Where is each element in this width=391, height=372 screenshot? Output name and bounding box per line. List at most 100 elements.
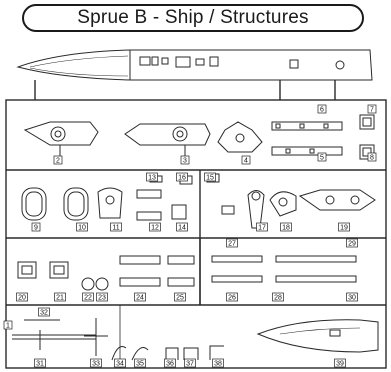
part-number-tag: 5 [317, 152, 327, 162]
part-number-box [317, 152, 327, 162]
part-number-tag: 39 [334, 358, 346, 368]
part-number-box [3, 320, 13, 330]
part-5 [271, 146, 343, 156]
part-number-box [96, 292, 108, 302]
part-number-label: 35 [136, 361, 144, 368]
part-number-tag: 19 [338, 222, 350, 232]
part-number-tag: 11 [110, 222, 122, 232]
part-number-label: 10 [78, 225, 86, 232]
part-number-box [31, 222, 41, 232]
part-number-box [82, 292, 94, 302]
part-number-label: 37 [186, 361, 194, 368]
part-number-tag: 25 [174, 292, 186, 302]
part-number-tag: 14 [176, 222, 188, 232]
part-number-tag: 23 [96, 292, 108, 302]
part-number-tag: 17 [256, 222, 268, 232]
upper-hull-part [16, 49, 373, 81]
part-number-label: 31 [36, 361, 44, 368]
part-2 [23, 121, 99, 158]
part-number-box [16, 292, 28, 302]
part-number-box [226, 238, 238, 248]
part-number-label: 36 [166, 361, 174, 368]
part-number-tag: 20 [16, 292, 28, 302]
part-38 [209, 345, 224, 360]
part-number-tag: 38 [212, 358, 224, 368]
part-number-label: 6 [320, 107, 324, 114]
part-number-box [272, 292, 284, 302]
part-4 [217, 121, 263, 153]
part-number-tag: 6 [317, 104, 327, 114]
part-number-box [212, 358, 224, 368]
sprue-title: Sprue B - Ship / Structures [22, 4, 364, 32]
part-17 [247, 190, 265, 229]
part-35 [131, 347, 149, 361]
part-number-box [110, 222, 122, 232]
part-number-box [176, 222, 188, 232]
part-number-label: 24 [136, 295, 144, 302]
part-number-label: 22 [84, 295, 92, 302]
lower-hull-part [256, 319, 379, 353]
part-number-label: 4 [244, 158, 248, 165]
part-number-box [134, 292, 146, 302]
part-number-label: 14 [178, 225, 186, 232]
part-number-tag: 32 [38, 307, 50, 317]
part-14 [171, 204, 187, 220]
part-number-box [367, 104, 377, 114]
part-number-tag: 24 [134, 292, 146, 302]
part-31 [12, 330, 96, 350]
part-number-box [76, 222, 88, 232]
part-3 [124, 123, 211, 158]
part-number-label: 2 [56, 158, 60, 165]
part-29 [275, 275, 357, 283]
part-number-tag: 12 [149, 222, 161, 232]
part-number-label: 39 [336, 361, 344, 368]
part-number-box [241, 155, 251, 165]
part-8 [359, 144, 375, 160]
part-number-box [334, 358, 346, 368]
part-number-box [164, 358, 176, 368]
part-number-box [54, 292, 66, 302]
part-number-box [338, 222, 350, 232]
part-number-box [367, 152, 377, 162]
part-number-label: 3 [183, 158, 187, 165]
part-18 [269, 191, 297, 217]
part-number-label: 13 [148, 175, 156, 182]
part-number-label: 5 [320, 155, 324, 162]
part-number-box [53, 155, 63, 165]
part-number-label: 33 [92, 361, 100, 368]
part-number-label: 15 [206, 175, 214, 182]
part-37 [183, 347, 199, 360]
part-number-tag: 27 [226, 238, 238, 248]
part-19 [298, 189, 376, 211]
part-number-tag: 8 [367, 152, 377, 162]
part-number-tag: 18 [280, 222, 292, 232]
part-33 [84, 318, 108, 356]
part-number-tag: 16 [176, 172, 188, 182]
part-29-small [221, 205, 235, 215]
part-number-tag: 21 [54, 292, 66, 302]
part-number-tag: 36 [164, 358, 176, 368]
part-7 [359, 114, 375, 130]
part-number-label: 7 [370, 107, 374, 114]
part-28 [275, 255, 357, 263]
part-number-label: 17 [258, 225, 266, 232]
part-12 [136, 189, 162, 221]
part-number-tag: 9 [31, 222, 41, 232]
part-10 [63, 187, 89, 221]
part-number-label: 34 [116, 361, 124, 368]
part-number-tag: 34 [114, 358, 126, 368]
part-number-tag: 22 [82, 292, 94, 302]
part-6 [271, 121, 343, 131]
part-36 [165, 347, 179, 360]
part-number-tag: 15 [204, 172, 216, 182]
part-number-box [90, 358, 102, 368]
part-number-box [149, 222, 161, 232]
part-9 [21, 187, 47, 221]
part-number-tag: 29 [346, 238, 358, 248]
part-number-box [226, 292, 238, 302]
part-number-label: 25 [176, 295, 184, 302]
part-number-box [176, 172, 188, 182]
part-number-label: 1 [6, 323, 10, 330]
